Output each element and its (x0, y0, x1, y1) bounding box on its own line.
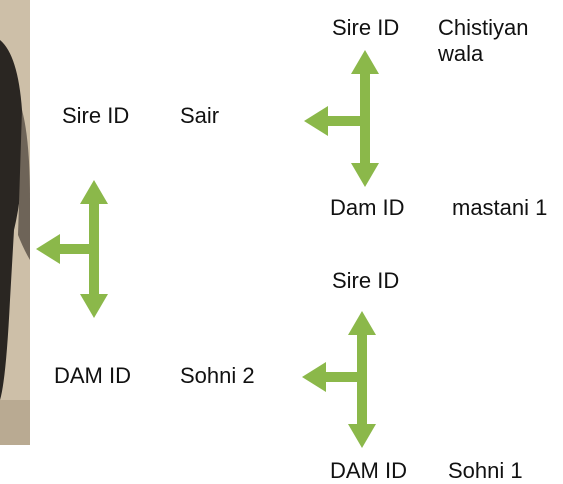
root-connector-arrow (36, 180, 108, 318)
dam-parents-connector-arrow (302, 311, 376, 448)
root-dam-label: DAM ID (54, 363, 131, 388)
grandsire-sire-label: Sire ID (332, 15, 400, 40)
root-sire-label: Sire ID (62, 103, 130, 128)
sire-parents-connector-arrow (304, 50, 379, 187)
root-dam-value: Sohni 2 (180, 363, 255, 388)
damline-dam-label: DAM ID (330, 458, 407, 483)
granddam-sire-value: mastani 1 (452, 195, 548, 220)
damline-sire-label: Sire ID (332, 268, 400, 293)
granddam-sire-label: Dam ID (330, 195, 405, 220)
root-sire-value: Sair (180, 103, 220, 128)
animal-photo (0, 0, 30, 445)
damline-dam-value: Sohni 1 (448, 458, 523, 483)
grandsire-sire-value: Chistiyan wala (438, 15, 529, 66)
